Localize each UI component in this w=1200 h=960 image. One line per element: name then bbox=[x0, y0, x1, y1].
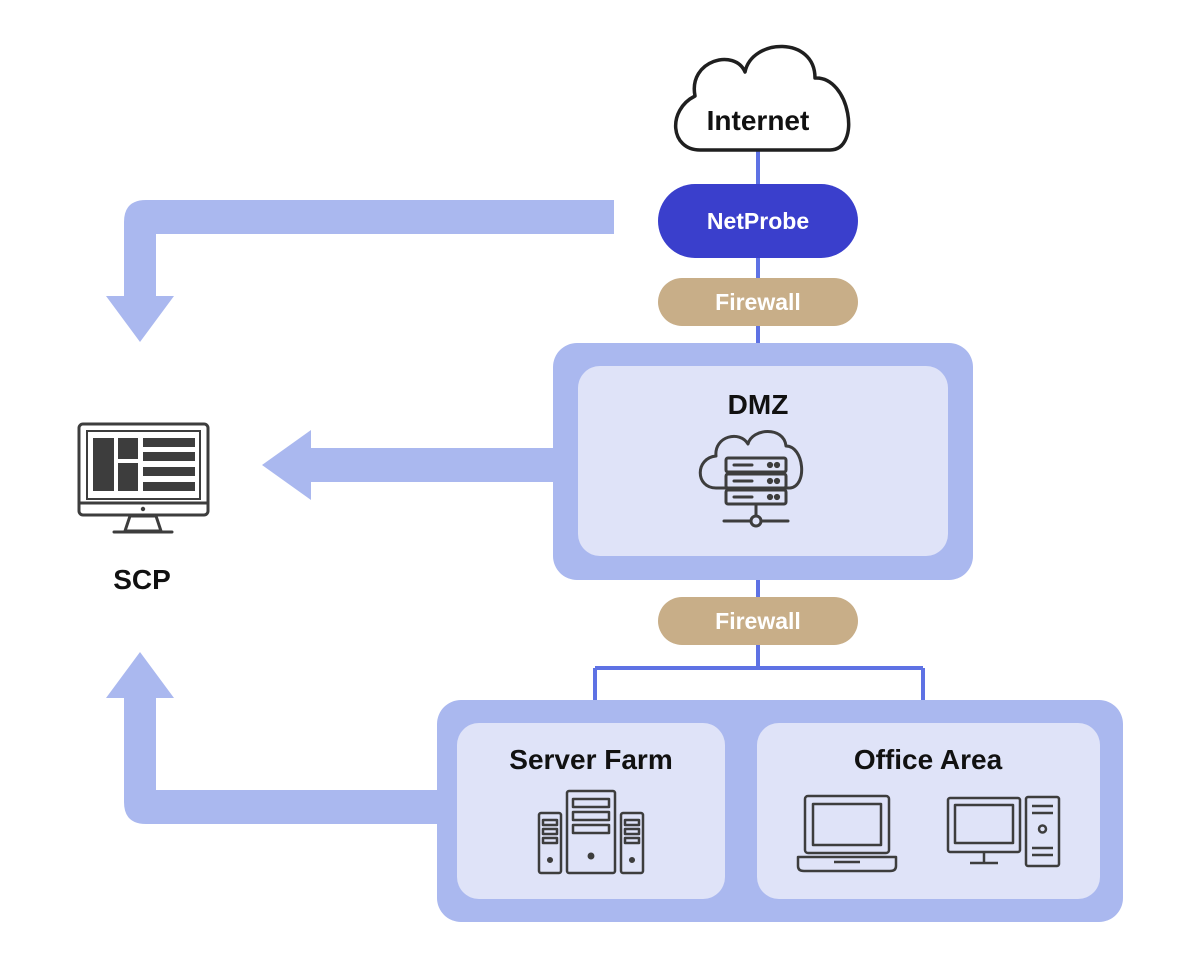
arrow-netprobe-to-scp bbox=[106, 200, 614, 342]
arrow-dmz-to-scp bbox=[262, 430, 556, 500]
firewall-top-pill bbox=[658, 278, 858, 326]
cloud-icon bbox=[673, 44, 851, 152]
flow-arrows bbox=[106, 200, 614, 824]
netprobe-node: NetProbe bbox=[658, 184, 858, 258]
office-area-zone: Office Area bbox=[757, 723, 1100, 899]
netprobe-label: NetProbe bbox=[707, 208, 809, 234]
firewall-bottom-pill bbox=[658, 597, 858, 645]
dmz-zone: DMZ bbox=[553, 343, 973, 580]
office-area-label: Office Area bbox=[854, 744, 1003, 775]
firewall-bottom-label: Firewall bbox=[715, 608, 801, 634]
firewall-bottom-node: Firewall bbox=[658, 597, 858, 645]
internal-zone: Server Farm Office Are bbox=[437, 700, 1123, 922]
office-area-box bbox=[757, 723, 1100, 899]
scp-label: SCP bbox=[113, 564, 171, 595]
dmz-inner-box bbox=[578, 366, 948, 556]
arrow-internal-to-scp bbox=[106, 652, 440, 824]
cloud-server-icon bbox=[698, 430, 804, 528]
link-firewall-internal-split bbox=[593, 644, 925, 702]
laptop-icon bbox=[796, 794, 898, 873]
monitor-dashboard-icon bbox=[77, 422, 210, 534]
server-rack-icon bbox=[537, 789, 645, 875]
server-farm-label: Server Farm bbox=[509, 744, 672, 775]
server-farm-zone: Server Farm bbox=[457, 723, 725, 899]
dmz-label: DMZ bbox=[728, 389, 789, 420]
internet-label: Internet bbox=[707, 105, 810, 136]
connection-lines bbox=[593, 150, 925, 702]
scp-node: SCP bbox=[77, 422, 210, 595]
internet-node: Internet bbox=[673, 44, 851, 152]
netprobe-pill bbox=[658, 184, 858, 258]
firewall-top-label: Firewall bbox=[715, 289, 801, 315]
firewall-top-node: Firewall bbox=[658, 278, 858, 326]
desktop-computer-icon bbox=[946, 795, 1061, 868]
